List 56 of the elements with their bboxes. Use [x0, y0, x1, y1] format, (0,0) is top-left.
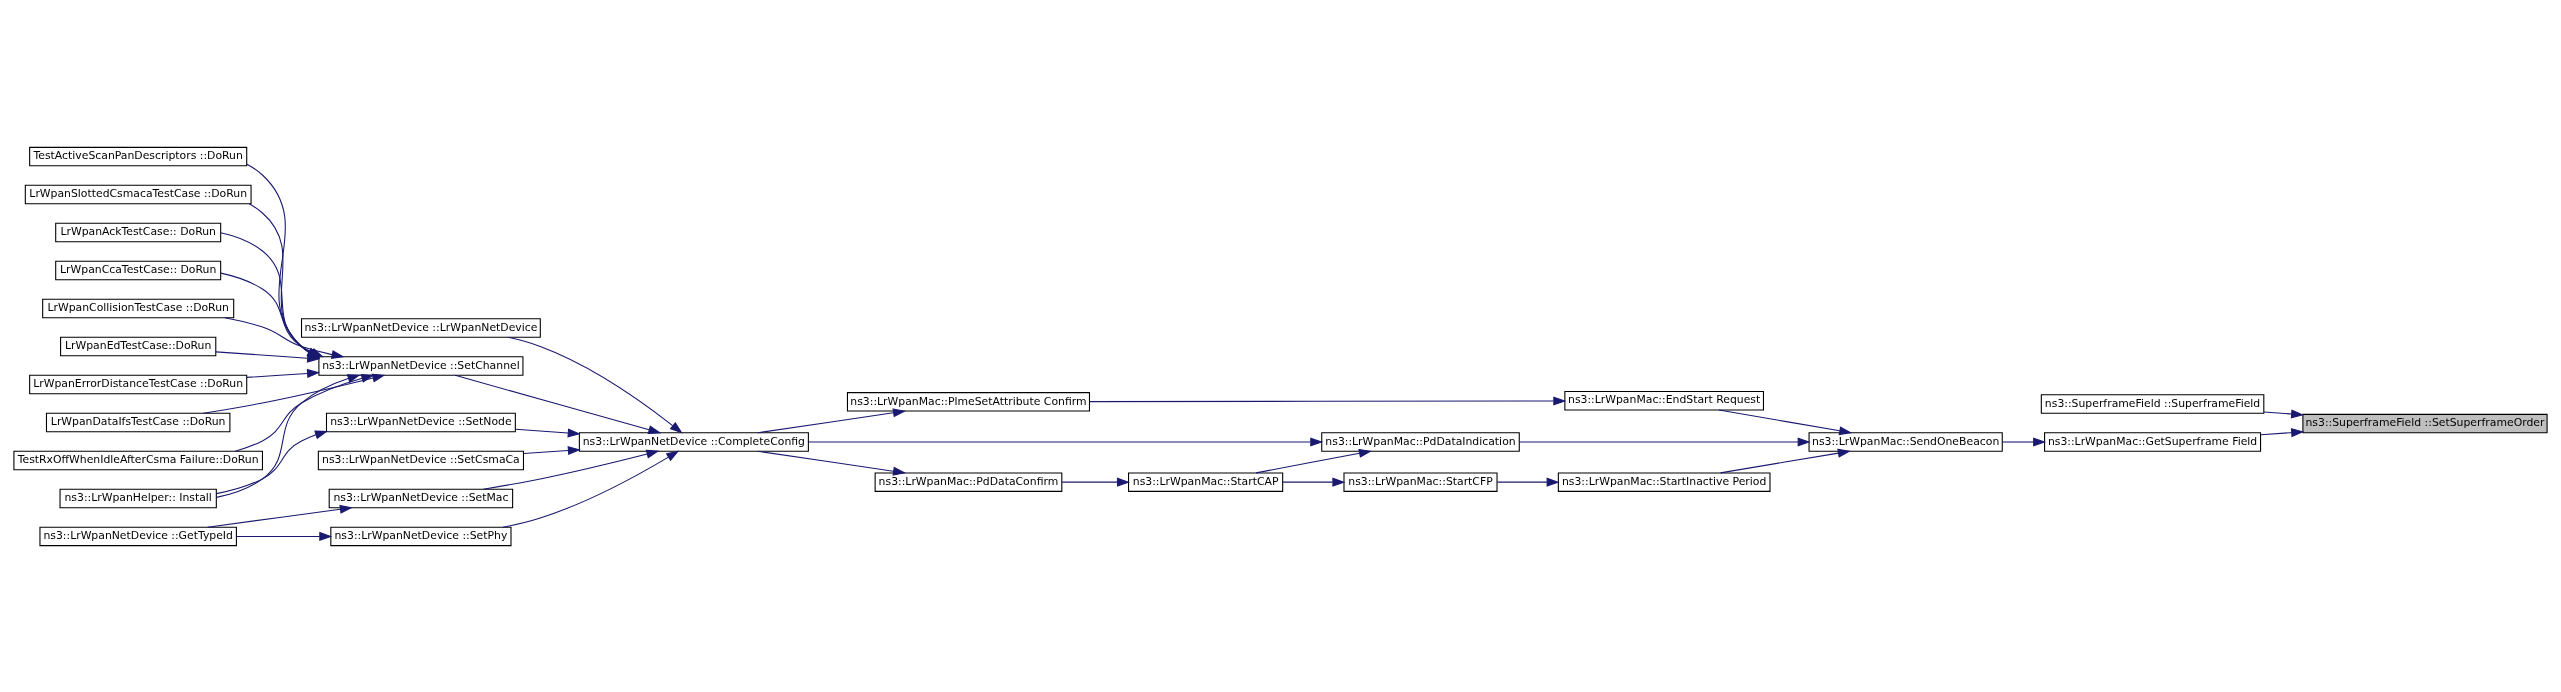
arrow — [246, 368, 321, 378]
arrow — [215, 430, 328, 494]
node-box: ns3::LrWpanMac::StartCFP — [1343, 471, 1498, 492]
node-box: ns3::LrWpanNetDevice ::SetChannel — [318, 355, 524, 376]
arrow — [1255, 448, 1372, 473]
node-box: LrWpanEdTestCase::DoRun — [60, 336, 217, 356]
node-box: LrWpanCcaTestCase:: DoRun — [55, 260, 222, 280]
node-box: ns3::SuperframeField ::SuperframeField — [2040, 393, 2265, 414]
arrow — [1282, 477, 1346, 487]
node-box: LrWpanAckTestCase:: DoRun — [55, 222, 222, 242]
arrow — [502, 450, 680, 528]
node-box: ns3::LrWpanNetDevice ::SetPhy — [330, 526, 512, 546]
arrow — [216, 373, 361, 498]
node-box: LrWpanErrorDistanceTestCase ::DoRun — [29, 374, 248, 394]
node-box: LrWpanSlottedCsmacaTestCase ::DoRun — [24, 184, 252, 204]
arrow — [1718, 408, 1853, 435]
arrow — [757, 407, 907, 433]
node-box: ns3::LrWpanNetDevice ::LrWpanNetDevice — [301, 317, 541, 338]
node-box: TestActiveScanPanDescriptors ::DoRun — [29, 146, 248, 166]
arrow — [454, 374, 662, 434]
node-box: ns3::LrWpanMac::PdDataIndication — [1321, 431, 1520, 452]
arrow — [507, 336, 683, 434]
node-box: ns3::LrWpanMac::PdDataConfirm — [874, 471, 1063, 492]
node-box: ns3::LrWpanMac::GetSuperframe Field — [2044, 431, 2262, 452]
arrow — [1061, 477, 1130, 487]
node-box: LrWpanDataIfsTestCase ::DoRun — [45, 412, 231, 432]
arrow — [2001, 436, 2047, 447]
arrow — [1089, 395, 1567, 405]
arrow — [1496, 477, 1560, 487]
node-box: ns3::LrWpanNetDevice ::SetNode — [325, 412, 516, 432]
arrow — [482, 449, 660, 490]
node-box: ns3::LrWpanNetDevice ::SetCsmaCa — [317, 450, 525, 470]
arrow — [757, 450, 907, 476]
node-box: ns3::LrWpanNetDevice ::CompleteConfig — [578, 431, 809, 452]
node-box: ns3::LrWpanMac::SendOneBeacon — [1808, 431, 2003, 452]
arrow — [808, 436, 1324, 447]
node-box: ns3::LrWpanMac::StartInactive Period — [1557, 471, 1771, 492]
node-box: ns3::LrWpanMac::EndStart Request — [1564, 390, 1764, 411]
node-box: ns3::LrWpanNetDevice ::GetTypeId — [39, 526, 237, 546]
arrow — [2260, 427, 2305, 437]
node-box: ns3::LrWpanNetDevice ::SetMac — [328, 488, 514, 508]
arrow — [234, 373, 375, 452]
arrow — [202, 373, 386, 414]
arrow — [515, 427, 581, 438]
arrow — [2263, 408, 2305, 418]
arrow — [523, 445, 581, 455]
node-box: LrWpanCollisionTestCase ::DoRun — [42, 298, 235, 318]
arrow — [236, 531, 333, 541]
node-box: TestRxOffWhenIdleAfterCsma Failure::DoRun — [13, 450, 263, 470]
arrow — [1719, 448, 1851, 473]
arrow — [207, 504, 353, 528]
node-box: ns3::LrWpanMac::StartCAP — [1128, 471, 1284, 492]
arrow — [1518, 436, 1811, 447]
node-box: ns3::SuperframeField ::SetSuperframeOrder — [2302, 413, 2548, 433]
node-box: ns3::LrWpanHelper:: Install — [59, 488, 217, 508]
node-box: ns3::LrWpanMac::PlmeSetAttribute Confirm — [846, 391, 1091, 412]
